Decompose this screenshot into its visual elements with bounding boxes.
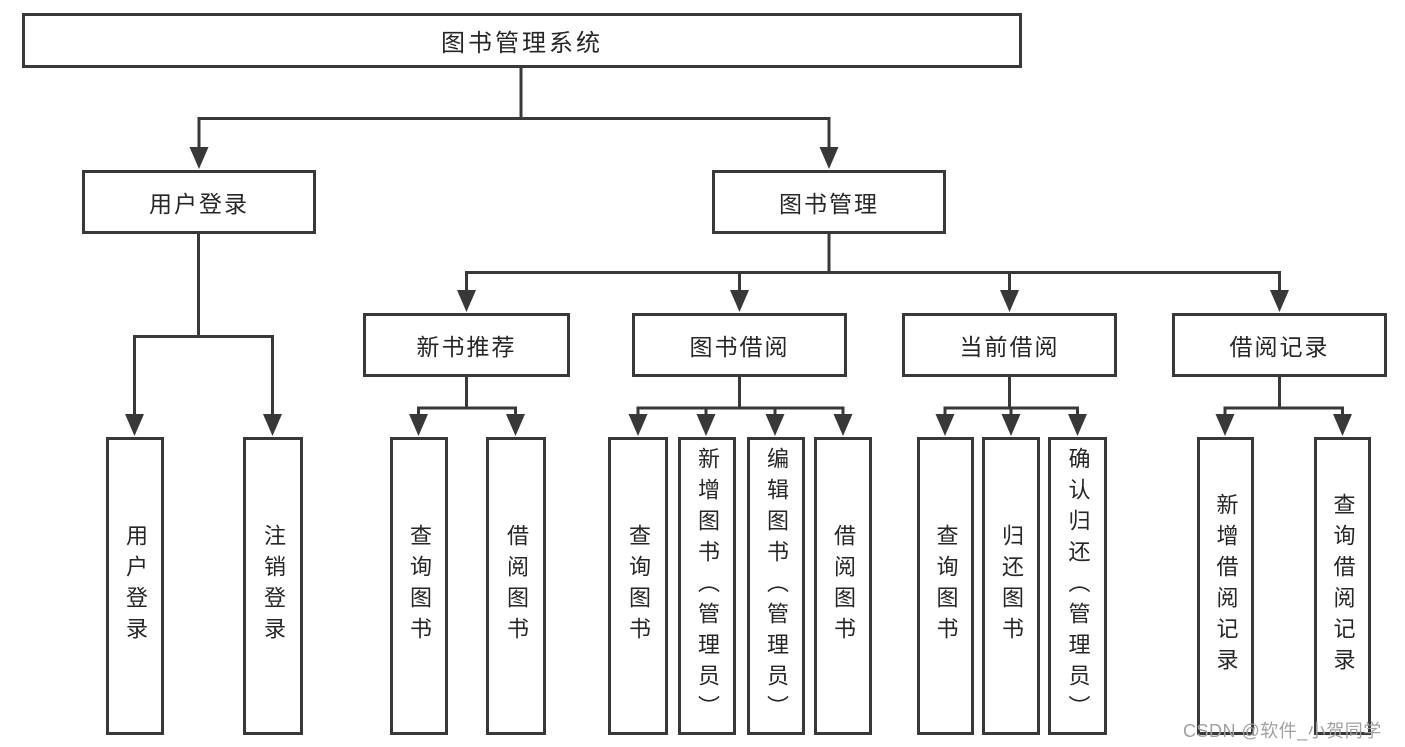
node-label: 用户登录 xyxy=(123,524,148,648)
node-label: 新增借阅记录 xyxy=(1213,493,1239,679)
node-label: 图书管理 xyxy=(779,191,879,217)
node-book-borrowing: 图书借阅 xyxy=(632,313,847,377)
node-label: 注销登录 xyxy=(261,524,286,648)
node-borrowing-records: 借阅记录 xyxy=(1172,313,1387,377)
node-label: 图书借阅 xyxy=(689,334,790,360)
leaf-borrowing-query-books: 查询图书 xyxy=(608,437,668,735)
node-label: 当前借阅 xyxy=(959,334,1060,360)
node-label: 归还图书 xyxy=(999,524,1024,648)
node-current-borrowing: 当前借阅 xyxy=(902,313,1117,377)
leaf-borrowing-borrow-books: 借阅图书 xyxy=(814,437,872,735)
node-label: 用户登录 xyxy=(149,191,249,217)
node-new-book-recommendation: 新书推荐 xyxy=(363,313,570,377)
node-label: 确认归还（管理员） xyxy=(1065,446,1091,726)
node-label: 借阅图书 xyxy=(504,524,529,648)
leaf-records-add-borrow-record: 新增借阅记录 xyxy=(1197,437,1254,735)
node-label: 借阅记录 xyxy=(1229,334,1330,360)
node-label: 查询图书 xyxy=(626,524,651,648)
leaf-logout-login: 注销登录 xyxy=(243,437,303,735)
leaf-current-return-books: 归还图书 xyxy=(982,437,1040,735)
arrowheads xyxy=(125,147,1352,436)
node-book-management: 图书管理 xyxy=(712,170,946,234)
leaf-user-login: 用户登录 xyxy=(106,437,164,735)
leaf-recommend-query-books: 查询图书 xyxy=(390,437,448,735)
node-book-management-system: 图书管理系统 xyxy=(22,13,1022,68)
node-label: 查询借阅记录 xyxy=(1330,493,1356,679)
node-label: 图书管理系统 xyxy=(441,30,603,57)
node-label: 新书推荐 xyxy=(416,334,517,360)
node-user-login: 用户登录 xyxy=(82,170,316,234)
leaf-borrowing-add-books-admin: 新增图书（管理员） xyxy=(678,437,736,735)
leaf-current-query-books: 查询图书 xyxy=(917,437,974,735)
node-label: 借阅图书 xyxy=(831,524,856,648)
leaf-recommend-borrow-books: 借阅图书 xyxy=(486,437,546,735)
node-label: 查询图书 xyxy=(407,524,432,648)
node-label: 新增图书（管理员） xyxy=(695,446,720,726)
leaf-borrowing-edit-books-admin: 编辑图书（管理员） xyxy=(747,437,805,735)
csdn-watermark: CSDN @软件_小贺同学 xyxy=(1183,721,1382,741)
node-label: 编辑图书（管理员） xyxy=(764,446,789,726)
leaf-records-query-borrow-record: 查询借阅记录 xyxy=(1314,437,1371,735)
node-label: 查询图书 xyxy=(933,524,959,648)
leaf-current-confirm-return-admin: 确认归还（管理员） xyxy=(1048,437,1107,735)
